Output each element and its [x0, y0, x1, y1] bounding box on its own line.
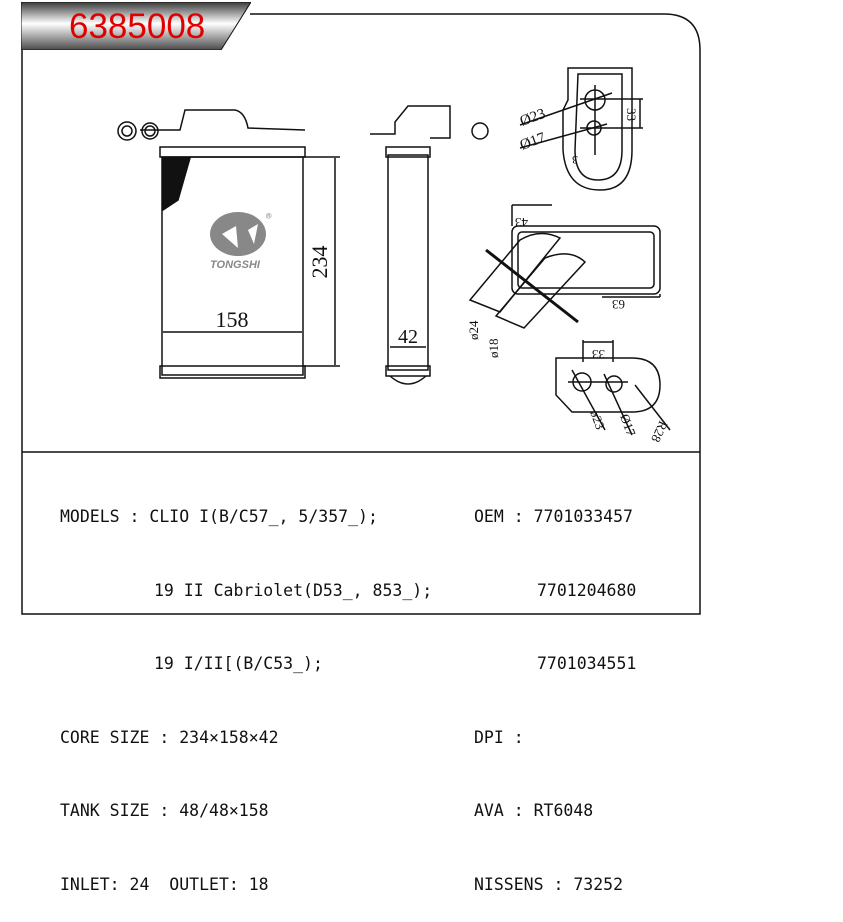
pipe-plate-view	[555, 340, 671, 436]
spec-sheet-frame: TONGSHI ® 234 158 42 Ø23 Ø17 33 3	[21, 13, 701, 615]
oem-number: 7701034551	[537, 654, 637, 673]
inlet-outlet: INLET: 24 OUTLET: 18	[60, 874, 269, 894]
plate-radius: R28	[648, 419, 671, 445]
model-item: CLIO I(B/C57_, 5/357_);	[149, 507, 378, 526]
outer-border	[21, 13, 701, 615]
flange-diameter-23: Ø23	[518, 106, 548, 130]
flange-diameter-17: Ø17	[518, 130, 548, 154]
svg-text:®: ®	[266, 212, 272, 222]
heater-core-front-view: TONGSHI ®	[117, 109, 340, 379]
flange-small-dim: 3	[572, 153, 578, 167]
dpi-reference: DPI :	[474, 727, 524, 747]
part-number: 6385008	[69, 7, 206, 46]
width-dimension: 158	[216, 307, 249, 332]
models-label: MODELS :	[60, 507, 150, 526]
plate-diameter-23: ø23	[587, 408, 608, 431]
core-size: CORE SIZE : 234×158×42	[60, 727, 279, 747]
oem-number: 7701033457	[533, 507, 633, 526]
oem-label: OEM :	[474, 507, 534, 526]
pipe-offset-63: 63	[612, 297, 625, 312]
models-block: MODELS : CLIO I(B/C57_, 5/357_); 19 II C…	[60, 456, 432, 922]
plate-spacing: 33	[592, 347, 605, 362]
depth-dimension: 42	[398, 326, 418, 348]
height-dimension: 234	[307, 246, 332, 279]
outlet-diameter: ø18	[486, 339, 501, 359]
oem-number: 7701204680	[537, 580, 637, 600]
heater-core-side-view	[370, 105, 489, 385]
model-item: 19 I/II[(B/C53_);	[154, 654, 323, 673]
nissens-reference: NISSENS : 73252	[474, 874, 624, 894]
references-block: OEM : 7701033457 7701204680 7701034551 D…	[474, 456, 636, 922]
pipe-offset-43: 43	[515, 215, 528, 230]
flange-top-view	[519, 67, 643, 191]
tongshi-logo: TONGSHI ®	[210, 212, 272, 271]
ava-reference: AVA : RT6048	[474, 801, 594, 820]
brand-logo-text: TONGSHI	[210, 259, 261, 271]
tank-size: TANK SIZE : 48/48×158	[60, 801, 269, 820]
part-number-badge: 6385008	[21, 2, 251, 50]
pipe-side-view	[468, 204, 661, 329]
flange-spacing: 33	[624, 108, 639, 121]
plate-diameter-17: Ø17	[617, 412, 639, 439]
inlet-diameter: ø24	[466, 320, 481, 340]
model-item: 19 II Cabriolet(D53_, 853_);	[154, 580, 433, 600]
